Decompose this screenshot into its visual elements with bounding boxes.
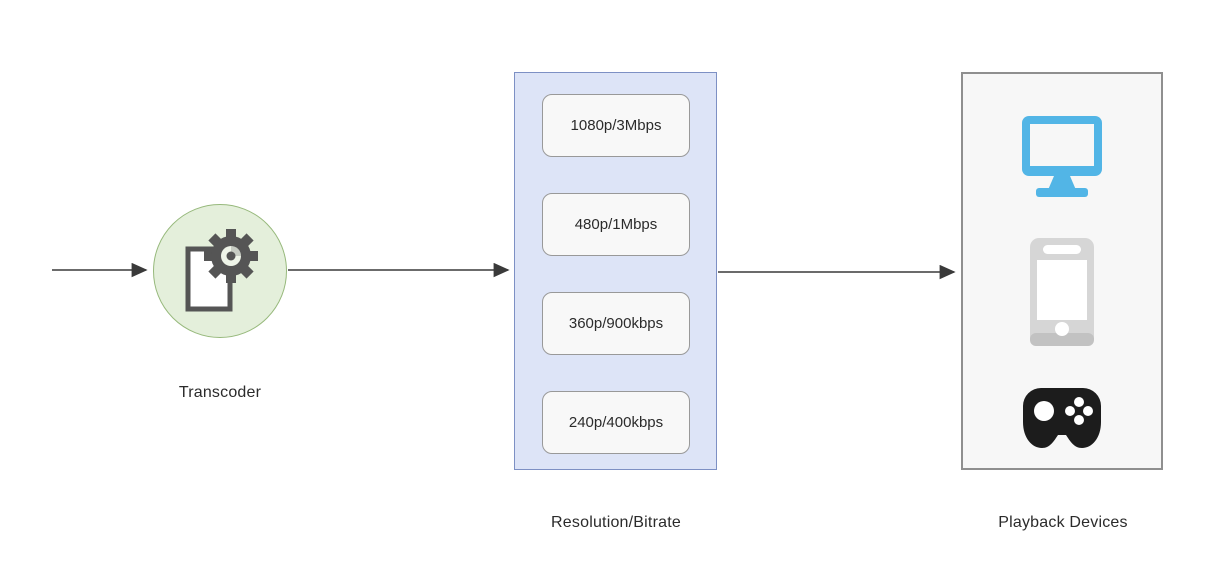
- devices-container: [961, 72, 1163, 470]
- gamepad-icon: [1023, 388, 1101, 448]
- rendition-480p: 480p/1Mbps: [542, 193, 690, 256]
- transcoder-label: Transcoder: [178, 384, 262, 401]
- renditions-label: Resolution/Bitrate: [551, 514, 681, 531]
- rendition-240p: 240p/400kbps: [542, 391, 690, 454]
- transcoder-document-gear-icon: [185, 229, 258, 312]
- devices-label: Playback Devices: [998, 514, 1128, 531]
- smartphone-icon: [1030, 238, 1094, 346]
- rendition-1080p: 1080p/3Mbps: [542, 94, 690, 157]
- monitor-icon: [1022, 116, 1102, 197]
- renditions-container: 1080p/3Mbps 480p/1Mbps 360p/900kbps 240p…: [514, 72, 717, 470]
- transcoder-node: [153, 204, 287, 338]
- rendition-360p: 360p/900kbps: [542, 292, 690, 355]
